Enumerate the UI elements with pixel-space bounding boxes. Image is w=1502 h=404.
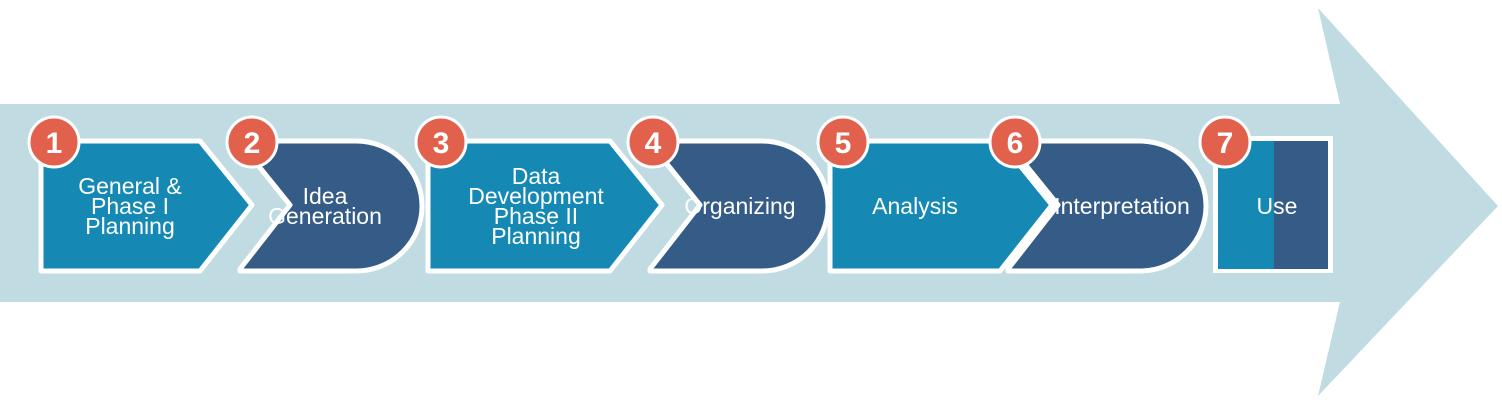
- step-1-number: 1: [46, 127, 63, 160]
- step-7-right-block: [1274, 141, 1328, 269]
- step-7-label: Use: [1257, 193, 1298, 219]
- step-2-number-badge: [225, 115, 279, 169]
- step-4-label: Organizing: [684, 193, 795, 219]
- step-5-analysis: Analysis 5: [816, 115, 1055, 274]
- step-2-shape: [237, 138, 425, 274]
- step-3-number-badge: [414, 115, 468, 169]
- step-2-label-line: Idea: [303, 183, 348, 209]
- step-3-label-line: Planning: [491, 223, 581, 249]
- step-5-shape: [827, 138, 1055, 274]
- step-7-label-line: Use: [1257, 193, 1298, 219]
- step-7-number-badge: [1198, 115, 1252, 169]
- step-6-label: Interpretation: [1054, 193, 1190, 219]
- step-6-label-line: Interpretation: [1054, 193, 1190, 219]
- step-5-label: Analysis: [872, 193, 958, 219]
- step-6-number-badge: [988, 115, 1042, 169]
- step-1-label-line: General &: [78, 173, 182, 199]
- step-5-label-line: Analysis: [872, 193, 958, 219]
- step-2-label-line: Generation: [268, 203, 382, 229]
- step-4-organizing: Organizing 4: [626, 115, 831, 274]
- step-7-number: 7: [1217, 127, 1234, 160]
- step-7-use: Use 7: [1198, 115, 1333, 273]
- step-1-label-line: Phase I: [91, 193, 169, 219]
- step-6-interpretation: Interpretation 6: [988, 115, 1209, 274]
- step-3-label-line: Development: [468, 183, 604, 209]
- step-5-number: 5: [835, 127, 852, 160]
- step-4-number-badge: [626, 115, 680, 169]
- step-6-number: 6: [1007, 127, 1024, 160]
- step-5-number-badge: [816, 115, 870, 169]
- step-3-shape: [425, 138, 665, 274]
- step-3-label-line: Phase II: [494, 203, 578, 229]
- step-1-label-line: Planning: [85, 213, 175, 239]
- step-6-shape: [1005, 138, 1209, 274]
- step-3-number: 3: [433, 127, 450, 160]
- step-4-shape: [647, 138, 831, 274]
- step-4-label-line: Organizing: [684, 193, 795, 219]
- step-4-number: 4: [645, 127, 662, 160]
- step-1-number-badge: [27, 115, 81, 169]
- step-2-number: 2: [244, 127, 261, 160]
- step-3-label-line: Data: [512, 163, 561, 189]
- step-1-shape: [38, 138, 255, 274]
